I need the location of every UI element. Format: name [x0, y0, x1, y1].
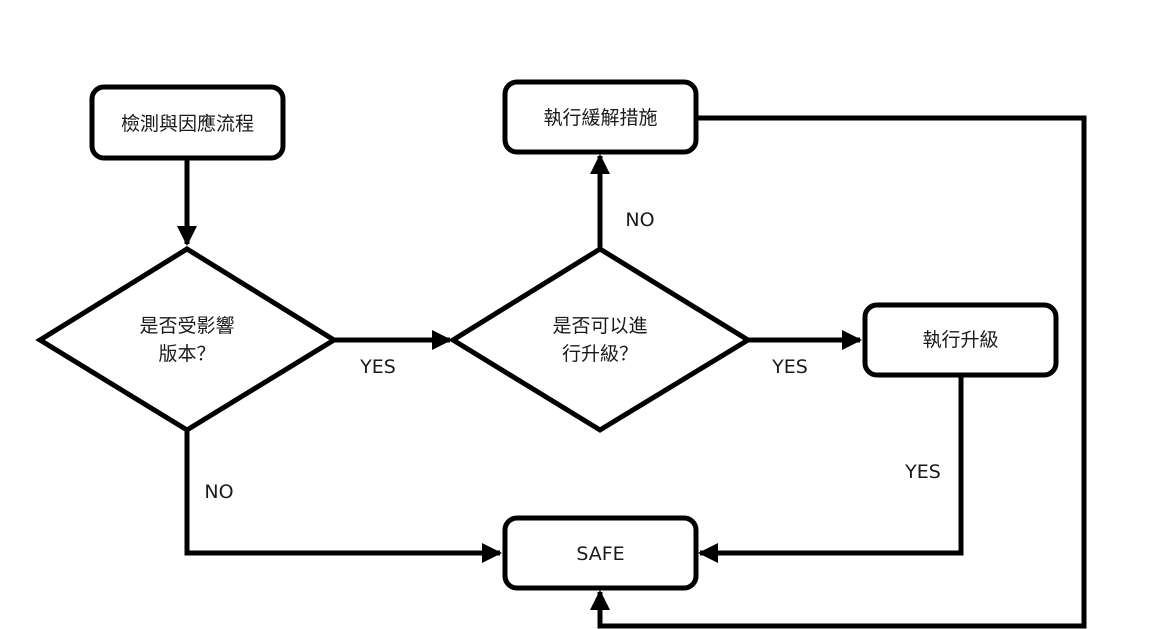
edge-upgrade-to-safe — [698, 375, 964, 563]
node-start: 檢測與因應流程 — [89, 84, 286, 161]
node-safe: SAFE — [502, 515, 699, 591]
edge-affected-to-safe — [184, 430, 502, 563]
node-can-upgrade-label-line1: 是否可以進 — [552, 315, 647, 337]
edge-label-affected-yes: YES — [359, 356, 396, 378]
node-safe-label: SAFE — [576, 543, 624, 565]
node-mitigate: 執行緩解措施 — [502, 79, 699, 155]
node-start-label: 檢測與因應流程 — [121, 112, 254, 135]
node-can-upgrade-label-line2: 行升級？ — [562, 343, 638, 365]
node-affected-label-line2: 版本？ — [158, 343, 215, 365]
node-affected: 是否受影響 版本？ — [35, 246, 339, 433]
node-can-upgrade: 是否可以進 行升級？ — [448, 246, 753, 433]
edge-label-can-upgrade-no: NO — [625, 209, 654, 231]
node-upgrade: 執行升級 — [862, 302, 1059, 378]
edge-label-affected-no: NO — [204, 481, 233, 503]
node-affected-label-line1: 是否受影響 — [139, 315, 234, 337]
node-upgrade-label: 執行升級 — [922, 329, 998, 351]
edge-label-can-upgrade-yes: YES — [771, 356, 808, 378]
node-mitigate-label: 執行緩解措施 — [543, 107, 657, 129]
edge-mitigate-to-safe — [590, 115, 1087, 629]
edge-label-upgrade-yes: YES — [904, 461, 941, 483]
